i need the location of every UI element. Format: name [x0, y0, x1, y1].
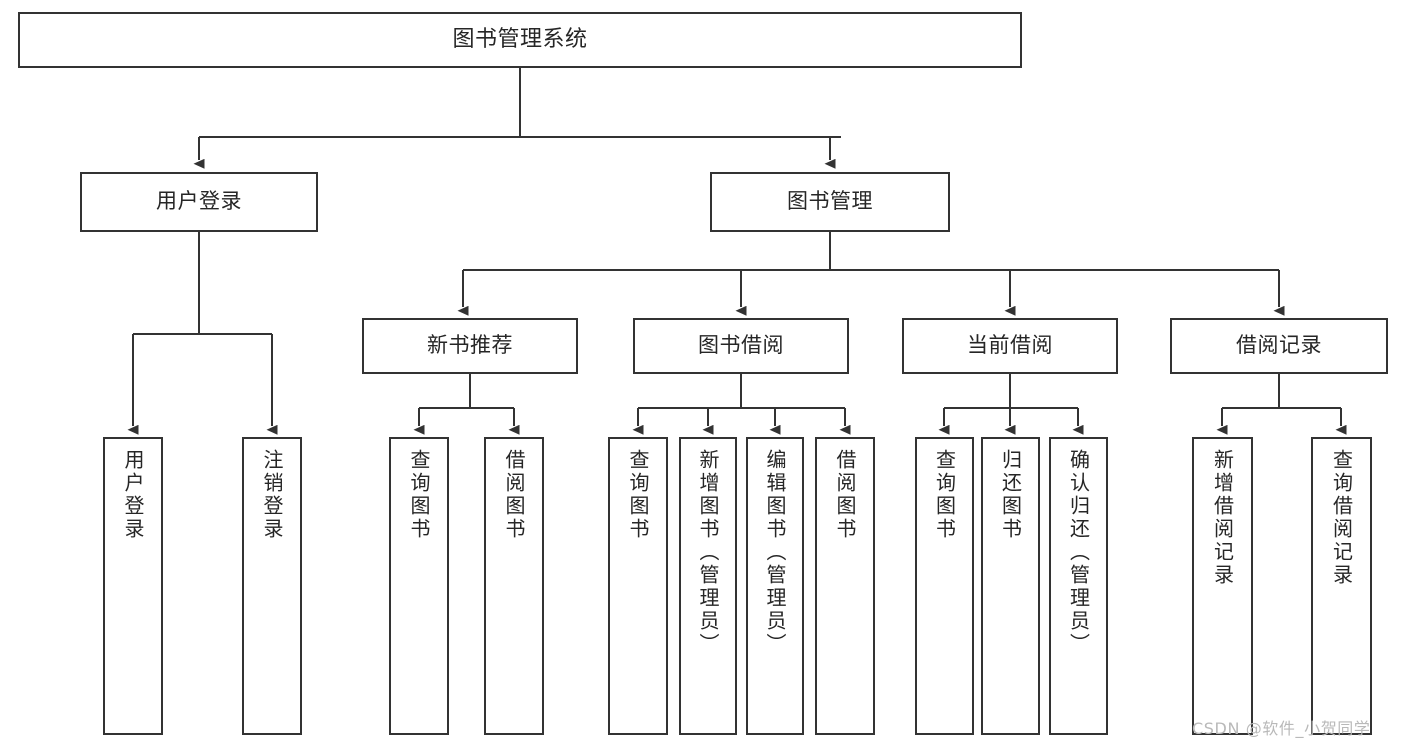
node-root-system[interactable]: 图书管理系统: [18, 12, 1022, 68]
node-leaf-query-book-1[interactable]: 查询图书: [389, 437, 449, 735]
node-user-login[interactable]: 用户登录: [80, 172, 318, 232]
node-book-borrow-label: 图书借阅: [698, 333, 784, 358]
node-borrow-record[interactable]: 借阅记录: [1170, 318, 1388, 374]
node-book-borrow[interactable]: 图书借阅: [633, 318, 849, 374]
node-leaf-add-record-label: 新增借阅记录: [1210, 449, 1235, 587]
node-new-book-recommend[interactable]: 新书推荐: [362, 318, 578, 374]
node-borrow-record-label: 借阅记录: [1236, 333, 1322, 358]
node-user-login-label: 用户登录: [156, 189, 242, 214]
node-book-manage[interactable]: 图书管理: [710, 172, 950, 232]
node-leaf-borrow-book-2-label: 借阅图书: [833, 449, 857, 541]
node-leaf-user-login-label: 用户登录: [121, 449, 145, 541]
csdn-watermark: CSDN @软件_小贺同学: [1192, 719, 1371, 738]
node-leaf-add-record[interactable]: 新增借阅记录: [1192, 437, 1253, 735]
node-book-manage-label: 图书管理: [787, 189, 873, 214]
node-leaf-add-book[interactable]: 新增图书（管理员）: [679, 437, 737, 735]
node-new-book-recommend-label: 新书推荐: [427, 333, 513, 358]
node-current-borrow-label: 当前借阅: [967, 333, 1053, 358]
node-leaf-logout-label: 注销登录: [260, 449, 284, 541]
node-leaf-add-book-label: 新增图书（管理员）: [696, 449, 720, 656]
node-leaf-borrow-book-1-label: 借阅图书: [502, 449, 526, 541]
node-root-system-label: 图书管理系统: [452, 26, 588, 52]
node-leaf-logout[interactable]: 注销登录: [242, 437, 302, 735]
node-leaf-borrow-book-2[interactable]: 借阅图书: [815, 437, 875, 735]
node-leaf-query-record-label: 查询借阅记录: [1329, 449, 1354, 587]
node-leaf-query-book-2[interactable]: 查询图书: [608, 437, 668, 735]
node-current-borrow[interactable]: 当前借阅: [902, 318, 1118, 374]
node-leaf-return-book-label: 归还图书: [998, 449, 1023, 541]
node-leaf-borrow-book-1[interactable]: 借阅图书: [484, 437, 544, 735]
node-leaf-user-login[interactable]: 用户登录: [103, 437, 163, 735]
node-leaf-return-book[interactable]: 归还图书: [981, 437, 1040, 735]
node-leaf-query-book-3-label: 查询图书: [932, 449, 957, 541]
node-leaf-query-book-1-label: 查询图书: [407, 449, 431, 541]
node-leaf-edit-book[interactable]: 编辑图书（管理员）: [746, 437, 804, 735]
node-leaf-query-book-2-label: 查询图书: [626, 449, 650, 541]
node-leaf-query-record[interactable]: 查询借阅记录: [1311, 437, 1372, 735]
node-leaf-confirm-return[interactable]: 确认归还（管理员）: [1049, 437, 1108, 735]
node-leaf-confirm-return-label: 确认归还（管理员）: [1066, 449, 1091, 656]
node-leaf-edit-book-label: 编辑图书（管理员）: [763, 449, 787, 656]
node-leaf-query-book-3[interactable]: 查询图书: [915, 437, 974, 735]
